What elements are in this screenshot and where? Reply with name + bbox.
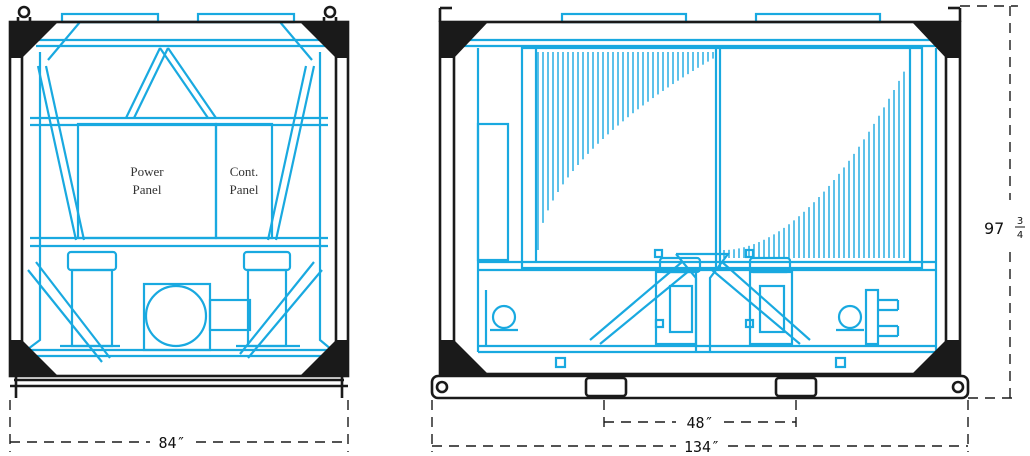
height-dimension-whole: 97: [984, 219, 1004, 238]
fork-spacing-label: 48″: [686, 414, 713, 432]
power-panel-label-line2: Panel: [133, 182, 162, 197]
power-panel-box: [76, 122, 218, 240]
base-skid: [430, 374, 970, 400]
control-panel-box: [214, 122, 274, 240]
length-dimension-label: 134″: [684, 438, 720, 456]
height-dimension-numerator: 3: [1017, 216, 1023, 227]
height-dimension-denominator: 4: [1017, 230, 1023, 241]
fork-pocket-left: [584, 376, 628, 398]
width-dimension: 84″: [9, 400, 349, 452]
blower-housing: [142, 282, 212, 352]
side-view: 134″ 48″ 97 3 4: [430, 5, 1025, 456]
fork-pocket-right: [774, 376, 818, 398]
width-dimension-label: 84″: [158, 434, 185, 452]
side-view-internals: [462, 12, 950, 369]
blower-wheel: [144, 284, 208, 348]
height-dimension: 97 3 4: [960, 5, 1025, 399]
control-panel-label-line2: Panel: [230, 182, 259, 197]
lifting-eye-left: [17, 5, 31, 19]
control-panel-label-line1: Cont.: [230, 164, 259, 179]
fork-spacing-dimension: 48″: [603, 400, 797, 432]
power-panel-label-line1: Power: [130, 164, 164, 179]
end-view-frame: [8, 5, 350, 398]
lifting-eye-right: [323, 5, 337, 19]
side-view-frame: [430, 6, 970, 400]
end-view: Power Panel Cont. Panel 84″: [8, 5, 350, 452]
end-view-internals: [19, 12, 339, 363]
length-dimension: 134″: [431, 400, 969, 456]
condenser-coil: [520, 46, 924, 270]
coil-fins: [537, 52, 905, 258]
